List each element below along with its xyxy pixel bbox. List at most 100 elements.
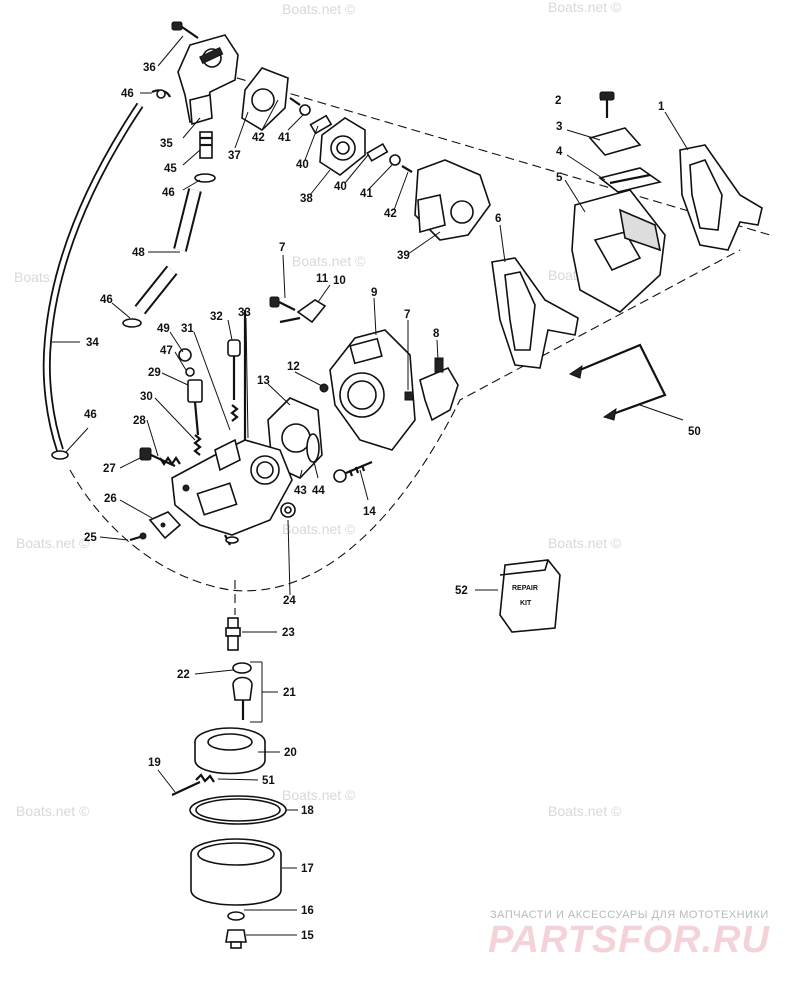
screw-27 [139,447,176,467]
carburetor-body [171,438,293,546]
callout-6: 6 [495,213,501,225]
callout-21: 21 [283,687,296,699]
spring-31 [230,404,239,422]
callout-5: 5 [556,172,563,184]
callout-13: 13 [257,375,270,387]
callout-28: 28 [133,415,146,427]
callout-41: 41 [278,132,291,144]
callout-2: 2 [555,95,561,107]
callout-51: 51 [262,775,275,787]
fuel-pump-cover-35 [177,34,239,126]
stop-3 [588,127,642,156]
screw-7 [269,296,296,311]
callout-24: 24 [283,595,296,607]
callout-9: 9 [371,287,377,299]
callout-20: 20 [284,747,297,759]
repair-kit-label: REPAIR [512,585,538,592]
callout-12: 12 [287,361,300,373]
callout-16: 16 [301,905,314,917]
callout-48: 48 [132,247,145,259]
hose-48 [134,188,202,315]
callout-8: 8 [433,328,440,340]
callout-49: 49 [157,323,170,335]
watermark-boats: Boats.net © [548,803,622,819]
callout-22: 22 [177,669,190,681]
callout-38: 38 [300,193,313,205]
linkage-8 [419,357,459,422]
callout-14: 14 [363,506,376,518]
callout-18: 18 [301,805,314,817]
callout-33: 33 [238,307,251,319]
callout-39: 39 [397,250,410,262]
spring-30 [193,434,202,456]
plate-26 [148,511,182,540]
callout-11: 11 [316,273,329,285]
reed-4 [598,167,662,193]
float-20 [194,727,266,775]
callout-44: 44 [312,485,325,497]
screw-7 [404,391,414,401]
callout-29: 29 [148,367,161,379]
screw-25 [129,532,147,542]
watermark-boats: Boats.net © [292,253,366,269]
float-valve-21 [232,676,253,720]
callout-52: 52 [455,585,468,597]
main-jet-23 [225,617,241,651]
callout-1: 1 [658,101,665,113]
callout-46: 46 [84,409,97,421]
callout-26: 26 [104,493,117,505]
adapter-9 [329,329,416,451]
callout-15: 15 [301,930,314,942]
watermark-boats: Boats.net © [282,1,356,17]
site-logo: PARTSFOR.RU [488,919,770,961]
site-tagline: ЗАПЧАСТИ И АКСЕССУАРЫ ДЛЯ МОТОТЕХНИКИ [490,909,769,921]
callout-46: 46 [100,294,113,306]
diaphragm-37 [241,67,301,132]
boats-watermarks: Boats.net © Boats.net © Boats.net © Boat… [14,0,622,819]
callout-4: 4 [556,146,563,158]
tool-50 [568,343,667,421]
packing-47 [185,367,195,377]
assembly-dash-line [69,249,741,592]
callout-30: 30 [140,391,153,403]
fitting-45 [199,131,213,159]
gasket-6 [491,257,579,369]
callout-31: 31 [181,323,194,335]
gasket-16 [227,911,245,921]
watermark-boats: Boats.net © [282,521,356,537]
gasket-22 [232,662,252,674]
lever-10 [279,299,327,324]
callout-labels: 36 46 35 45 46 48 46 34 46 37 42 41 40 3… [84,62,701,942]
check-valve-40 [309,114,333,135]
callout-36: 36 [143,62,156,74]
callout-47: 47 [160,345,173,357]
callout-19: 19 [148,757,161,769]
pump-body-38 [319,117,366,176]
float-bowl-17 [190,838,282,906]
callout-3: 3 [556,121,562,133]
gasket-18 [189,795,287,825]
watermark-boats: Boats.net © [16,803,90,819]
callout-7: 7 [279,242,285,254]
reed-block-5 [571,189,666,313]
callout-42: 42 [384,208,397,220]
callout-42: 42 [252,132,265,144]
gasket-44 [306,433,320,463]
callout-10: 10 [333,275,346,287]
bolt-14 [333,460,373,483]
callout-46: 46 [162,187,175,199]
callout-25: 25 [84,532,97,544]
watermark-boats: Boats.net © [16,535,90,551]
screw-2 [599,91,615,118]
clamp-46 [122,318,142,328]
callout-27: 27 [103,463,116,475]
callout-40: 40 [296,159,309,171]
callout-23: 23 [282,627,295,639]
spring-28 [159,456,181,466]
callout-37: 37 [228,150,241,162]
leader-lines [52,35,689,936]
callout-41: 41 [360,188,373,200]
pump-base-39 [414,159,491,241]
callout-40: 40 [334,181,347,193]
repair-kit-label: KIT [520,600,532,607]
